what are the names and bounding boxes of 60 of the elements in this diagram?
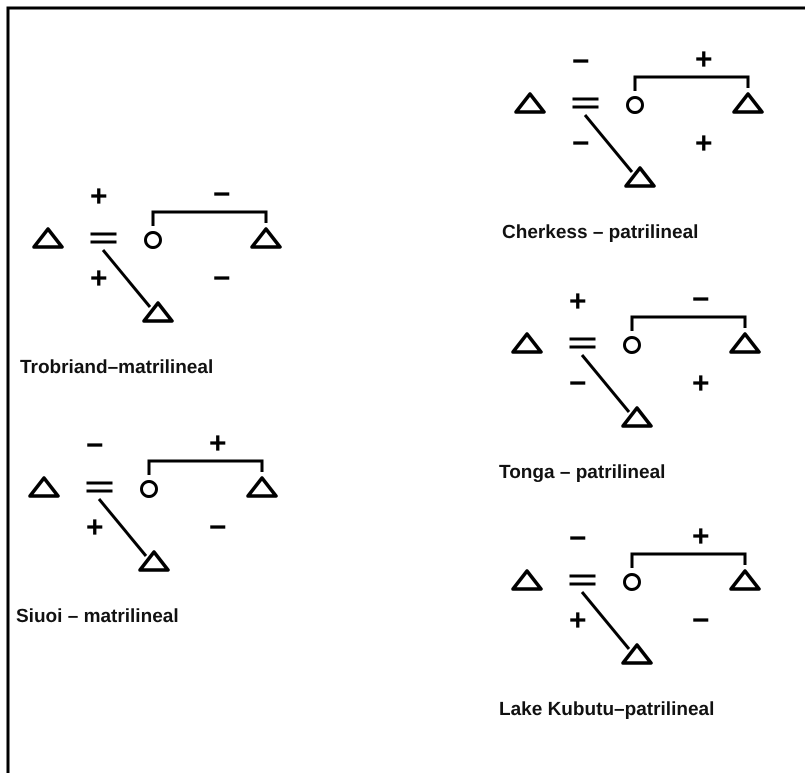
marriage-sign xyxy=(85,482,114,492)
female-circle xyxy=(143,230,163,250)
descent-line xyxy=(580,354,630,413)
relation-sign: − xyxy=(692,606,710,636)
relation-sign: + xyxy=(86,513,104,543)
sibling-bracket xyxy=(148,460,264,475)
male-triangle xyxy=(28,476,60,498)
marriage-sign xyxy=(568,574,597,586)
relation-sign: − xyxy=(213,180,231,210)
sibling-bracket xyxy=(634,76,750,91)
male-triangle xyxy=(732,92,764,114)
diagram-caption: Trobriand–matrilineal xyxy=(20,356,214,380)
relation-sign: + xyxy=(90,182,108,212)
descent-line xyxy=(584,114,634,173)
relation-sign: − xyxy=(86,431,104,461)
relation-sign: − xyxy=(572,47,590,77)
relation-sign: − xyxy=(572,129,590,159)
relation-sign: + xyxy=(695,45,713,75)
male-triangle xyxy=(624,166,656,188)
male-triangle xyxy=(246,476,278,498)
male-triangle xyxy=(138,550,170,572)
descent-line xyxy=(580,591,630,650)
relation-sign: + xyxy=(209,429,227,459)
relation-sign: − xyxy=(569,524,587,554)
male-triangle xyxy=(729,332,761,354)
marriage-sign xyxy=(89,232,118,244)
male-triangle xyxy=(514,92,546,114)
male-triangle xyxy=(511,569,543,591)
relation-sign: − xyxy=(213,264,231,294)
male-triangle xyxy=(250,227,282,249)
sibling-bracket xyxy=(630,552,746,568)
male-triangle xyxy=(511,332,543,354)
relation-sign: − xyxy=(209,513,227,543)
female-circle xyxy=(625,95,645,115)
male-triangle xyxy=(729,569,761,591)
relation-sign: − xyxy=(692,285,710,315)
diagram-caption: Cherkess – patrilineal xyxy=(502,221,698,245)
relation-sign: + xyxy=(569,287,587,317)
relation-sign: + xyxy=(692,522,710,552)
male-triangle xyxy=(142,301,174,323)
relation-sign: + xyxy=(90,264,108,294)
descent-line xyxy=(98,498,148,557)
diagram-caption: Tonga – patrilineal xyxy=(499,461,666,485)
female-circle xyxy=(622,572,642,592)
descent-line xyxy=(102,249,152,308)
sibling-bracket xyxy=(152,210,268,226)
marriage-sign xyxy=(568,338,597,348)
relation-sign: + xyxy=(569,606,587,636)
sibling-bracket xyxy=(630,316,746,331)
female-circle xyxy=(139,479,159,499)
diagram-caption: Lake Kubutu–patrilineal xyxy=(499,698,714,722)
diagram-caption: Siuoi – matrilineal xyxy=(16,605,179,629)
relation-sign: + xyxy=(695,129,713,159)
marriage-sign xyxy=(571,98,600,108)
male-triangle xyxy=(621,643,653,665)
relation-sign: − xyxy=(569,369,587,399)
male-triangle xyxy=(32,227,64,249)
female-circle xyxy=(622,335,642,355)
male-triangle xyxy=(621,406,653,428)
relation-sign: + xyxy=(692,369,710,399)
